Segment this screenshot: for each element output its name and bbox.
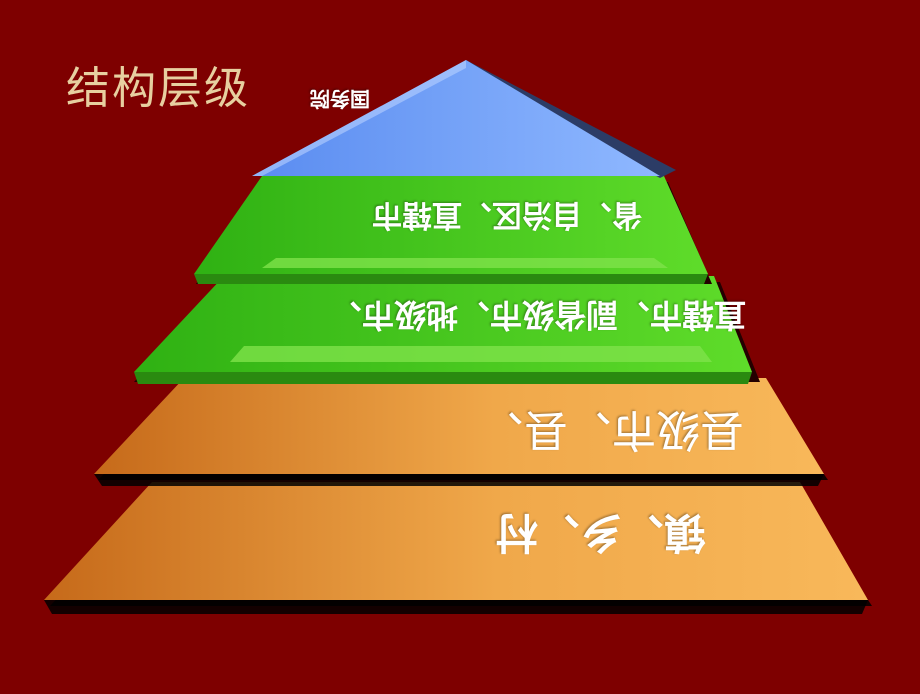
tier-4-shape <box>94 378 828 486</box>
tier-1-label: 国务院 <box>310 87 370 111</box>
tier-3-shape <box>134 276 760 384</box>
tier-5-shape <box>44 482 872 614</box>
tier-1-shape <box>252 60 676 178</box>
slide-title: 结构层级 <box>66 63 250 114</box>
tier-4-label: 县级市、县、 <box>480 404 744 455</box>
tier-2-shape <box>194 176 712 284</box>
tier-2-label: 省、自治区、直辖市 <box>372 197 642 232</box>
tier-3-label: 直辖市、副省级市、地级市、 <box>330 296 747 334</box>
tier-5-label: 镇、乡、村 <box>496 508 707 557</box>
